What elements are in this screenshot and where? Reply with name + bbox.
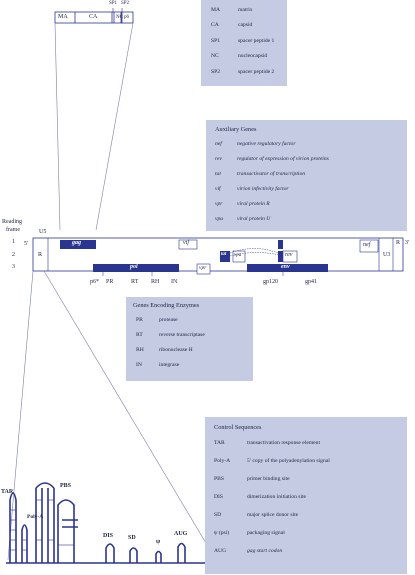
u5-label: U5: [39, 229, 47, 235]
tat-exon2-box: [278, 251, 283, 262]
tat-splice-arc: [229, 248, 279, 254]
pol-gene-label: pol: [130, 264, 138, 270]
rna-polya-label: Poly-A: [27, 514, 44, 520]
env-gene-label: env: [281, 264, 290, 270]
zoom-line-ltr-left: [7, 270, 34, 561]
gag-domain-ca-label: CA: [89, 14, 98, 20]
rna-psi-label: ψ: [156, 539, 161, 545]
p6-star-label: p6*: [90, 279, 99, 285]
nef-gene-label: nef: [363, 242, 371, 248]
rev-exon2-top: [278, 240, 283, 249]
frame-number-3: 3: [12, 264, 15, 270]
tat-gene-label: tat: [221, 252, 227, 257]
zoom-line-ltr-right: [43, 270, 217, 561]
gag-domain-sp1-label: SP1: [109, 1, 118, 6]
three-prime-label: 3′: [405, 240, 410, 246]
tat-exon1-box: [220, 251, 230, 262]
vpu-gene-label: vpu: [234, 253, 242, 258]
rna-sd-label: SD: [128, 535, 136, 541]
gag-domain-nc-label: NC: [116, 15, 123, 20]
pbs-side-arm: [57, 499, 75, 563]
u3-label: U3: [383, 252, 391, 258]
tar-stem: [9, 500, 17, 563]
rna-leader-structure: [6, 482, 210, 564]
reading-frame-label-line1: Reading: [2, 219, 22, 225]
rh-product-label: RH: [151, 279, 160, 285]
pbs-upper-loop: [35, 482, 55, 489]
tar-loop: [9, 492, 17, 501]
control-sequences-title: Control Sequences: [214, 424, 262, 431]
gag-gene-label: gag: [72, 240, 81, 246]
env-gene-box: [247, 264, 328, 272]
zoom-line-gag-left: [54, 22, 61, 231]
pbs-stems: [35, 488, 55, 563]
gag-gene-box: [60, 240, 96, 249]
gag-domain-p6-label: p6: [124, 15, 129, 20]
frame-number-1: 1: [12, 239, 15, 245]
rev-gene-box: [282, 250, 298, 263]
frame-number-2: 2: [12, 252, 15, 258]
nef-gene-box: [359, 239, 379, 253]
aug-hairpin: [177, 542, 186, 563]
p6-segment: [121, 11, 134, 24]
rna-base-pairs: [10, 499, 74, 551]
vif-gene-box: [178, 239, 198, 250]
gag-domain-sp2-label: SP2: [121, 1, 130, 6]
zoom-line-gag-right: [95, 22, 134, 231]
rna-aug-label: AUG: [174, 531, 188, 537]
enzymes-title: Genes Encoding Enzymes: [133, 302, 200, 309]
polya-stem: [21, 530, 28, 563]
rev-gene-label: rev: [285, 252, 293, 258]
vif-gene-label: vif: [183, 240, 189, 246]
rt-product-label: RT: [131, 279, 139, 285]
sd-hairpin: [129, 547, 138, 563]
five-prime-label: 5′: [24, 241, 29, 247]
vpu-gene-box: [232, 250, 246, 263]
in-product-label: IN: [171, 279, 178, 285]
psi-hairpin: [155, 550, 162, 563]
vpr-gene-box: [196, 263, 211, 275]
auxiliary-genes-title: Auxiliary Genes: [215, 126, 257, 133]
rna-pbs-label: PBS: [60, 483, 72, 489]
rna-tar-label: TAR: [1, 489, 14, 495]
vpr-gene-label: vpr: [199, 265, 207, 271]
pol-gene-box: [93, 264, 179, 272]
rna-dis-label: DIS: [103, 533, 114, 539]
r-right-label: R: [396, 240, 401, 246]
dis-hairpin: [105, 543, 115, 563]
r-left-label: R: [38, 252, 43, 258]
polya-loop: [21, 524, 28, 531]
gp120-label: gp120: [263, 279, 278, 285]
gp41-label: gp41: [305, 279, 317, 285]
pr-product-label: PR: [106, 279, 114, 285]
reading-frame-label-line2: frame: [6, 227, 20, 233]
gag-domain-ma-label: MA: [58, 14, 68, 20]
pbs-crossbars: [62, 519, 78, 528]
